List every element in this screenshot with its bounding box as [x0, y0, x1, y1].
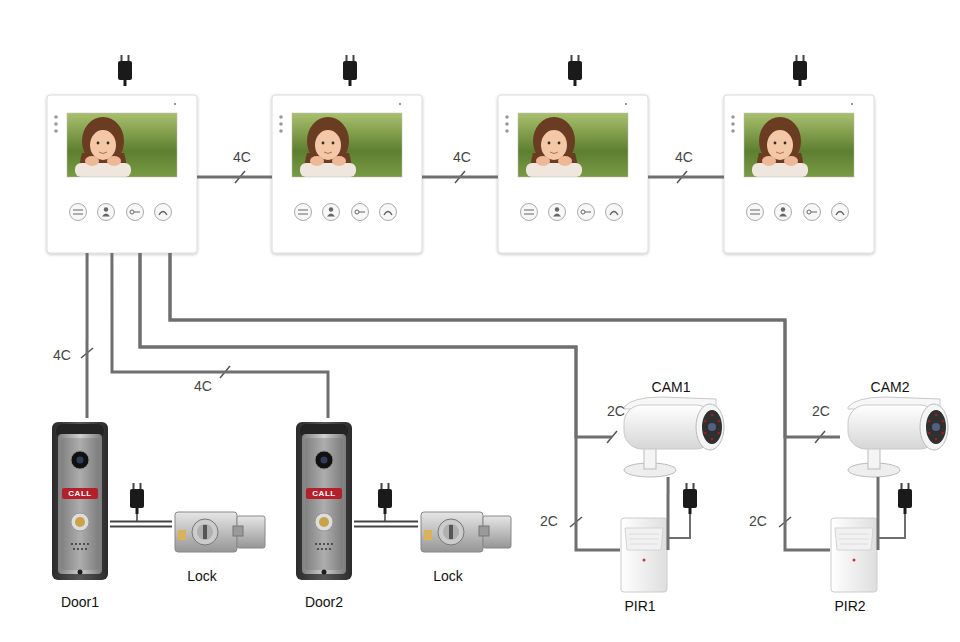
device-label: Door2 [284, 593, 364, 611]
signal-wire [197, 176, 272, 179]
device-label: Door1 [40, 593, 120, 611]
lock-cable [354, 523, 418, 524]
lock-cable-core [354, 522, 418, 525]
power-cable [136, 514, 138, 521]
signal-wire [197, 177, 272, 178]
lock-cable [354, 520, 418, 527]
signal-wire [140, 253, 612, 437]
wire-count-label: 4C [183, 377, 223, 395]
power-adapter [793, 55, 807, 86]
pir-sensor: PIR1 [620, 515, 668, 615]
signal-wire [422, 177, 498, 178]
wire-count-label: 4C [42, 346, 82, 364]
signal-wire [422, 176, 498, 179]
electric-lock: Lock [172, 508, 264, 584]
signal-wire [878, 477, 879, 550]
power-adapter [343, 55, 357, 86]
signal-wire [170, 253, 840, 437]
camera: CAM1 [612, 377, 730, 477]
signal-wire [170, 253, 840, 437]
device-label: CAM2 [840, 378, 940, 396]
signal-wire [668, 477, 669, 550]
wire-count-label: 2C [801, 402, 841, 420]
door-station: CALLDoor1 [50, 418, 110, 614]
signal-wire [648, 176, 724, 179]
signal-wire [112, 253, 328, 418]
power-cable [668, 514, 690, 538]
wire-count-label: 2C [738, 512, 778, 530]
pir-sensor [621, 518, 667, 592]
indoor-monitor [47, 95, 197, 253]
signal-wire [112, 253, 328, 418]
power-adapter [898, 483, 912, 514]
wire-count-slash [81, 171, 825, 527]
door-station [296, 422, 352, 580]
electric-lock: Lock [418, 508, 510, 584]
indoor-monitor [724, 95, 874, 253]
camera [848, 397, 948, 477]
signal-wire [667, 477, 670, 550]
indoor-monitor [272, 95, 422, 253]
signal-wire [140, 253, 620, 550]
indoor-monitor [724, 95, 874, 253]
power-adapter [378, 483, 392, 514]
signal-wire [877, 477, 880, 550]
lock-cable-core [110, 522, 172, 525]
device-label: CAM1 [612, 378, 730, 396]
power-cable [137, 514, 905, 538]
indoor-monitor [498, 95, 648, 253]
signal-wire [170, 253, 830, 550]
door-station [52, 422, 108, 580]
device-label: PIR1 [600, 597, 680, 615]
signal-wire [140, 253, 612, 437]
power-adapter [118, 55, 132, 86]
power-cable [878, 514, 905, 538]
call-button-text: CALL [306, 488, 342, 499]
power-adapter [568, 55, 582, 86]
indoor-monitor [498, 95, 648, 253]
power-adapter [130, 483, 144, 514]
door-station: CALLDoor2 [294, 418, 354, 614]
lock-cable [110, 523, 172, 524]
power-cable [384, 514, 386, 521]
electric-lock [175, 512, 265, 552]
wire-count-label: 4C [222, 148, 262, 166]
camera [624, 397, 724, 477]
device-label: Lock [172, 567, 232, 585]
wire-count-label: 2C [596, 402, 636, 420]
wire-count-label: 2C [529, 512, 569, 530]
signal-wire [87, 253, 88, 418]
device-label: Lock [418, 567, 478, 585]
device-label: PIR2 [810, 597, 890, 615]
power-adapter [683, 483, 697, 514]
signal-wire [86, 253, 89, 418]
indoor-monitor [272, 95, 422, 253]
signal-wire [140, 253, 620, 550]
call-button-text: CALL [62, 488, 98, 499]
wire-count-label: 4C [664, 148, 704, 166]
wire-count-label: 4C [442, 148, 482, 166]
indoor-monitor [47, 95, 197, 253]
signal-wire [648, 177, 724, 178]
signal-wire [170, 253, 830, 550]
pir-sensor [831, 518, 877, 592]
pir-sensor: PIR2 [830, 515, 878, 615]
electric-lock [421, 512, 511, 552]
lock-cable [110, 520, 172, 527]
camera: CAM2 [840, 377, 940, 477]
